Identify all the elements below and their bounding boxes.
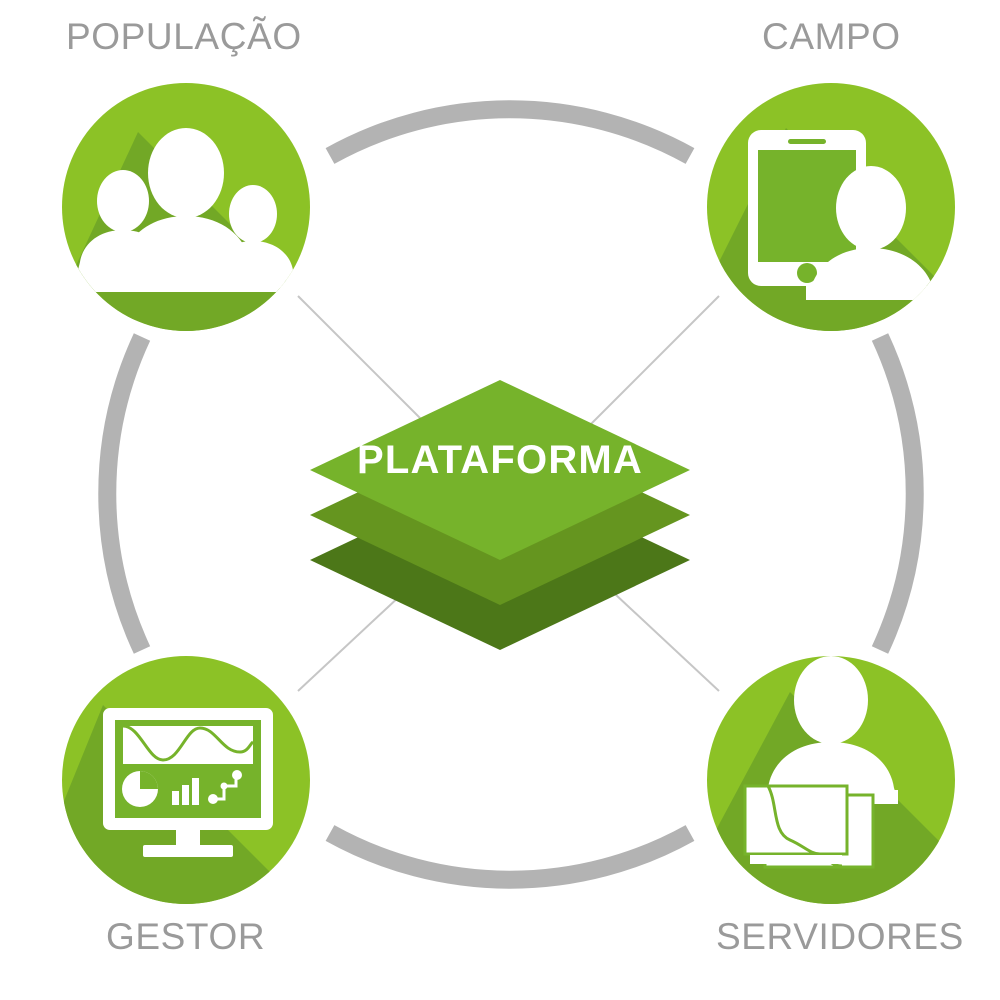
arc-populacao-campo xyxy=(325,100,695,164)
node-label-gestor: GESTOR xyxy=(106,916,266,957)
node-servidores[interactable] xyxy=(700,656,1000,1000)
gestor-flow-graph-icon xyxy=(208,770,242,804)
platform-layer-top xyxy=(310,380,690,560)
connector-arc-group xyxy=(98,100,924,889)
servidores-reports-icon xyxy=(743,784,875,869)
node-label-servidores: SERVIDORES xyxy=(716,916,964,957)
campo-person-icon xyxy=(806,166,940,300)
spoke-campo xyxy=(584,295,720,431)
spoke-populacao xyxy=(297,295,433,431)
gestor-pie-chart-icon xyxy=(122,771,158,807)
gestor-bar-chart-icon xyxy=(172,778,199,805)
arc-servidores-gestor xyxy=(325,825,695,889)
gestor-monitor-icon xyxy=(103,708,273,857)
populacao-people-icon xyxy=(62,128,310,292)
node-campo[interactable] xyxy=(700,83,1000,520)
node-label-populacao: POPULAÇÃO xyxy=(66,16,302,57)
campo-tablet-icon xyxy=(748,130,866,286)
center-platform-icon[interactable] xyxy=(310,380,690,650)
node-gestor[interactable] xyxy=(40,656,380,1000)
arc-gestor-populacao xyxy=(98,333,151,654)
arc-campo-servidores xyxy=(871,333,924,654)
node-label-campo: CAMPO xyxy=(762,16,901,57)
